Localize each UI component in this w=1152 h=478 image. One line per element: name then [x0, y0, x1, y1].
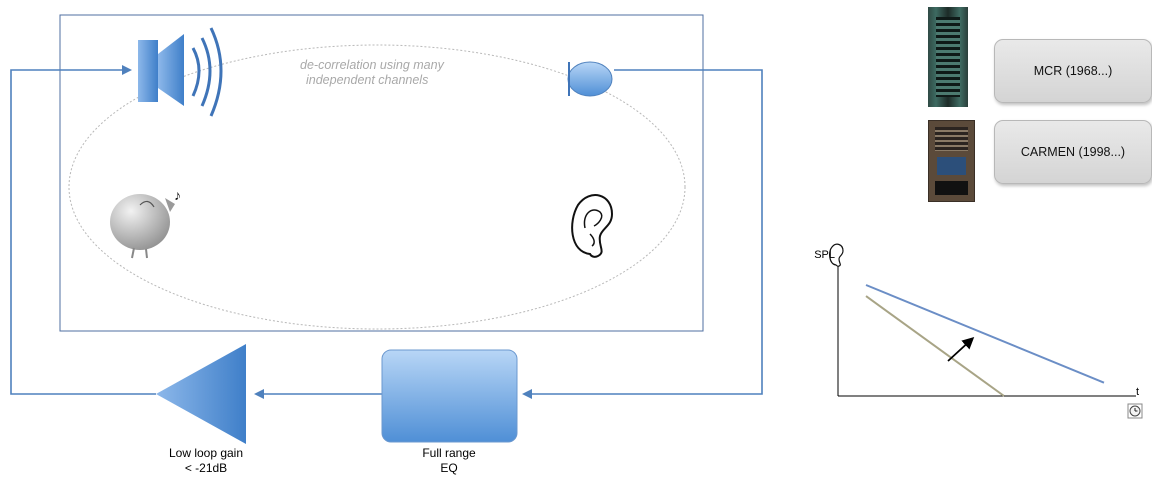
carmen-tag: CARMEN (1998...): [994, 120, 1152, 184]
microphone-icon: [567, 61, 613, 97]
eq-box: [381, 349, 518, 443]
bird-icon: ♪: [110, 187, 181, 259]
y-axis-label: SPL: [814, 249, 835, 261]
ear-icon: [571, 194, 614, 258]
decay-line-2: [865, 295, 1005, 397]
room-frame: [59, 14, 704, 332]
mic-to-eq-line: [522, 69, 763, 399]
mcr-rack-photo: [928, 7, 968, 107]
amplifier-label: Low loop gain < -21dB: [146, 446, 266, 476]
chart-series-group: [865, 284, 1105, 397]
amplifier-label-line-2: < -21dB: [184, 461, 228, 475]
decorrelation-line-2: independent channels: [306, 73, 429, 87]
amplifier-label-line-1: Low loop gain: [168, 446, 244, 460]
decorrelation-text: de-correlation using many independent ch…: [300, 58, 500, 88]
spl-decay-chart: [829, 243, 1143, 419]
eq-label-line-1: Full range: [422, 446, 476, 460]
eq-label: Full range EQ: [389, 446, 509, 476]
clock-icon: [1127, 403, 1143, 419]
carmen-rack-photo: [928, 120, 975, 202]
x-axis-label: t: [1136, 386, 1140, 398]
axis-ear-icon: [829, 243, 844, 268]
eq-label-line-2: EQ: [440, 461, 458, 475]
mcr-tag: MCR (1968...): [994, 39, 1152, 103]
decay-line-1: [865, 284, 1105, 384]
carmen-tag-label: CARMEN (1998...): [1020, 145, 1126, 159]
mcr-tag-label: MCR (1968...): [1033, 64, 1113, 78]
amplifier-triangle: [156, 344, 246, 444]
decorrelation-ellipse: [68, 44, 686, 330]
svg-text:♪: ♪: [174, 187, 181, 203]
rise-arrow: [947, 336, 975, 362]
decorrelation-line-1: de-correlation using many: [300, 58, 444, 72]
amp-to-speaker-line: [10, 65, 156, 395]
loudspeaker-icon: [138, 27, 223, 117]
